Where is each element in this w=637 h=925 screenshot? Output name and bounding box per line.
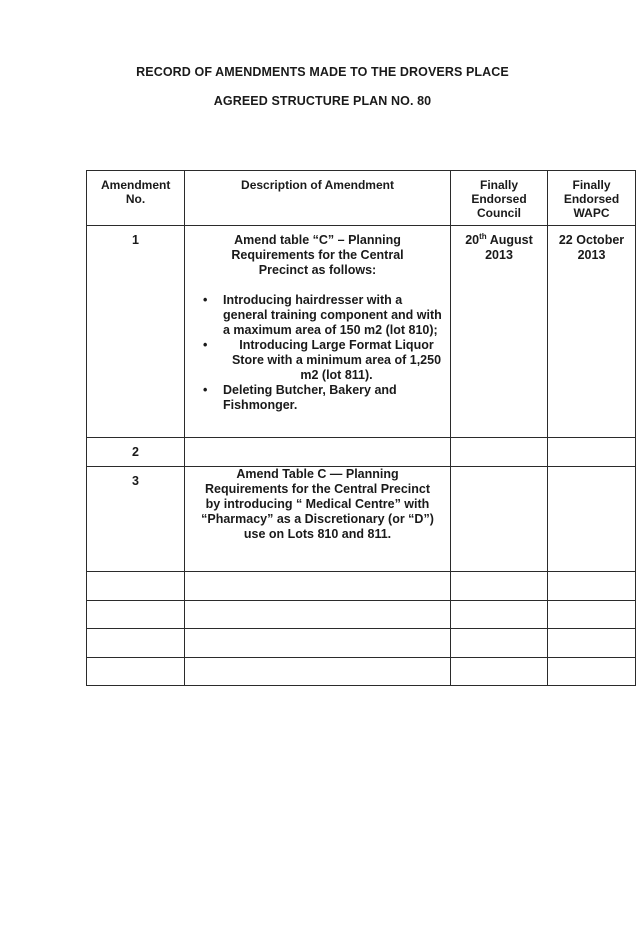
empty-cell bbox=[547, 571, 636, 601]
bullet-icon: • bbox=[203, 383, 208, 397]
amendments-table: Amendment No. Description of Amendment F… bbox=[86, 170, 636, 686]
empty-cell bbox=[450, 571, 548, 601]
blank-table-row bbox=[86, 656, 636, 686]
amendment-description: Amend Table C — Planning Requirements fo… bbox=[184, 466, 451, 572]
blank-table-row bbox=[86, 571, 636, 601]
description-intro: Amend table “C” – Planning Requirements … bbox=[231, 233, 404, 277]
amendment-number: 2 bbox=[86, 437, 185, 467]
header-wapc: Finally Endorsed WAPC bbox=[547, 170, 636, 226]
amendment-bullet-list: •Introducing hairdresser with a general … bbox=[185, 293, 450, 413]
amendment-description: Amend table “C” – Planning Requirements … bbox=[184, 225, 451, 438]
document-title-line-1: RECORD OF AMENDMENTS MADE TO THE DROVERS… bbox=[136, 65, 509, 79]
empty-cell bbox=[184, 656, 451, 686]
empty-cell bbox=[547, 599, 636, 629]
list-item: •Introducing Large Format Liquor Store w… bbox=[203, 338, 442, 382]
amendment-number: 3 bbox=[86, 466, 185, 572]
bullet-icon: • bbox=[203, 293, 208, 307]
wapc-endorsed-date: 22 October 2013 bbox=[547, 225, 636, 438]
table-row: 3 Amend Table C — Planning Requirements … bbox=[86, 466, 636, 572]
wapc-endorsed-date bbox=[547, 466, 636, 572]
empty-cell bbox=[86, 599, 185, 629]
council-endorsed-date bbox=[450, 466, 548, 572]
empty-cell bbox=[86, 656, 185, 686]
empty-cell bbox=[450, 628, 548, 658]
empty-cell bbox=[184, 571, 451, 601]
amendment-description bbox=[184, 437, 451, 467]
list-item: •Introducing hairdresser with a general … bbox=[203, 293, 442, 337]
table-header-row: Amendment No. Description of Amendment F… bbox=[86, 170, 636, 226]
blank-table-row bbox=[86, 628, 636, 658]
empty-cell bbox=[547, 656, 636, 686]
empty-cell bbox=[450, 656, 548, 686]
empty-cell bbox=[450, 599, 548, 629]
document-title-line-2: AGREED STRUCTURE PLAN NO. 80 bbox=[213, 94, 432, 108]
bullet-icon: • bbox=[203, 338, 208, 352]
empty-cell bbox=[86, 628, 185, 658]
empty-cell bbox=[184, 628, 451, 658]
header-council: Finally Endorsed Council bbox=[450, 170, 548, 226]
empty-cell bbox=[86, 571, 185, 601]
table-row: 2 bbox=[86, 437, 636, 467]
empty-cell bbox=[184, 599, 451, 629]
empty-cell bbox=[547, 628, 636, 658]
header-description: Description of Amendment bbox=[184, 170, 451, 226]
blank-table-row bbox=[86, 599, 636, 629]
header-amendment-no: Amendment No. bbox=[86, 170, 185, 226]
list-item: •Deleting Butcher, Bakery and Fishmonger… bbox=[203, 383, 397, 412]
wapc-endorsed-date bbox=[547, 437, 636, 467]
council-endorsed-date: 20th August 2013 bbox=[450, 225, 548, 438]
council-endorsed-date bbox=[450, 437, 548, 467]
amendment-number: 1 bbox=[86, 225, 185, 438]
table-row: 1 Amend table “C” – Planning Requirement… bbox=[86, 225, 636, 438]
